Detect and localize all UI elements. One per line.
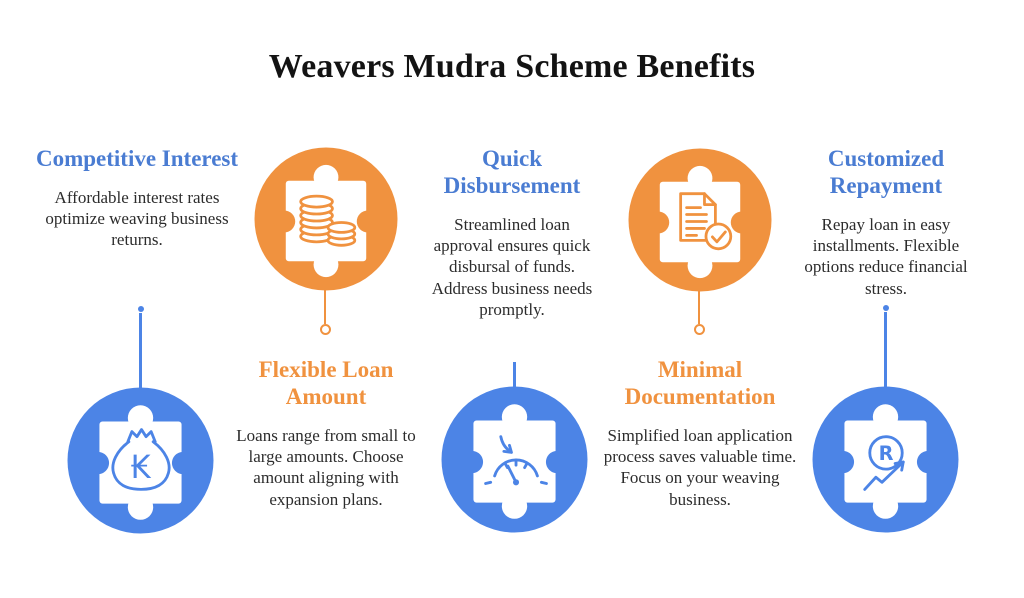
- benefit-text-block: Minimal Documentation Simplified loan ap…: [601, 357, 799, 510]
- benefit-heading: Quick Disbursement: [443, 146, 581, 198]
- benefit-description: Simplified loan application process save…: [603, 425, 797, 509]
- benefit-text-block: Flexible Loan Amount Loans range from sm…: [230, 357, 422, 510]
- money-bag-icon: ₭: [111, 428, 171, 491]
- connector-line: [139, 313, 142, 388]
- page-title: Weavers Mudra Scheme Benefits: [268, 48, 756, 85]
- growth-currency-icon: R: [863, 435, 905, 491]
- connector-line: [884, 312, 887, 387]
- puzzle-piece: [460, 404, 569, 519]
- benefit-circle: [441, 386, 588, 533]
- coin-stack-icon: [299, 194, 357, 247]
- connector-line: [698, 289, 700, 324]
- benefit-heading: Customized Repayment: [827, 146, 945, 198]
- benefit-circle: ₭: [67, 387, 214, 534]
- benefit-heading: Flexible Loan Amount: [258, 357, 394, 409]
- benefit-circle: [254, 147, 398, 291]
- benefit-description: Streamlined loan approval ensures quick …: [431, 214, 593, 319]
- svg-text:R: R: [879, 442, 894, 465]
- connector-ring: [694, 324, 705, 335]
- svg-text:₭: ₭: [131, 448, 152, 486]
- benefit-text-block: Competitive Interest Affordable interest…: [28, 146, 246, 251]
- connector-line: [513, 362, 516, 388]
- benefit-heading: Minimal Documentation: [624, 357, 776, 409]
- connector-dot: [138, 306, 144, 312]
- benefit-description: Repay loan in easy installments. Flexibl…: [804, 214, 968, 298]
- benefit-description: Affordable interest rates optimize weavi…: [45, 187, 229, 250]
- benefit-text-block: Quick Disbursement Streamlined loan appr…: [424, 146, 600, 320]
- connector-ring: [320, 324, 331, 335]
- connector-line: [324, 289, 326, 324]
- connector-dot: [883, 305, 889, 311]
- benefit-description: Loans range from small to large amounts.…: [236, 425, 416, 509]
- benefit-heading: Competitive Interest: [35, 146, 239, 171]
- document-check-icon: [679, 192, 733, 251]
- speedometer-icon: [484, 435, 548, 486]
- benefit-circle: [628, 148, 772, 292]
- benefit-circle: R: [812, 386, 959, 533]
- benefit-text-block: Customized Repayment Repay loan in easy …: [796, 146, 976, 299]
